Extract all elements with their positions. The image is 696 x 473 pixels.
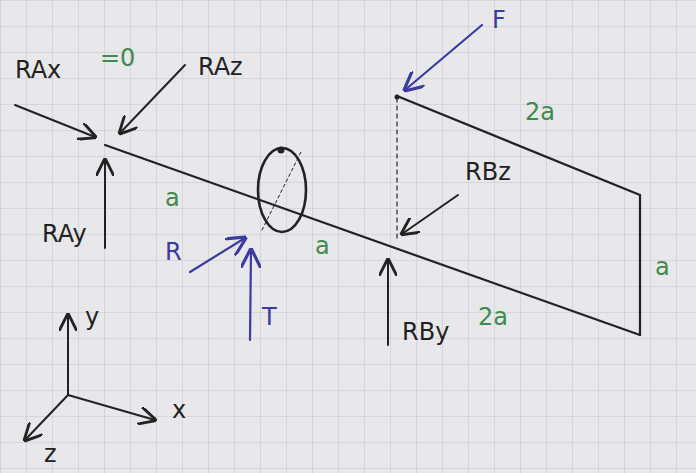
dimension-label: a xyxy=(655,255,670,279)
force-label: T xyxy=(262,305,277,329)
shaft-line xyxy=(105,145,640,335)
dimension-label: 2a xyxy=(525,100,555,124)
load-point xyxy=(395,95,400,100)
force-label: RAy xyxy=(42,222,87,246)
force-arrow xyxy=(405,25,482,90)
dimension-label: 2a xyxy=(478,305,508,329)
force-label: RAx xyxy=(15,58,61,82)
dimension-label: a xyxy=(315,234,330,258)
axis-label: x xyxy=(172,398,186,422)
force-arrow xyxy=(120,65,185,133)
pulley-dot xyxy=(278,147,285,154)
force-label: RBz xyxy=(465,160,511,184)
force-arrow xyxy=(190,238,245,272)
dimension-label: a xyxy=(165,186,180,210)
force-arrow xyxy=(387,260,389,345)
force-arrow xyxy=(15,105,95,137)
force-label: RAz xyxy=(198,55,243,79)
arm-line xyxy=(397,96,640,195)
force-arrow xyxy=(250,250,251,340)
axis-label: y xyxy=(85,305,99,329)
pulley-disk xyxy=(258,148,306,232)
dashed-line xyxy=(396,98,397,240)
force-label: R xyxy=(165,240,182,264)
axis-label: z xyxy=(44,442,57,466)
force-arrow xyxy=(402,195,458,234)
force-label: F xyxy=(492,8,506,32)
axis-arrow xyxy=(68,395,155,420)
value-note: =0 xyxy=(100,46,135,70)
force-arrow xyxy=(104,160,106,248)
axis-arrow xyxy=(67,315,69,395)
disk-diameter xyxy=(262,150,302,230)
force-label: RBy xyxy=(402,320,449,344)
arm-line xyxy=(639,195,641,335)
axis-arrow xyxy=(25,395,68,440)
